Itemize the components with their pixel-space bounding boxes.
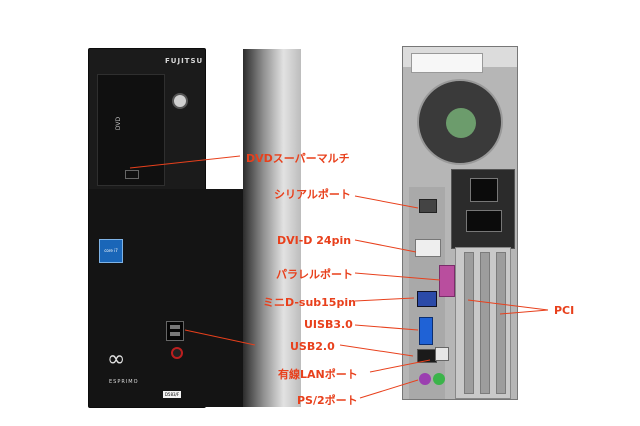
front-usb-ports [166,321,184,341]
power-supply [451,169,515,249]
front-tower-photo: FUJITSU DVD core i7 ∞ ESPRIMO D583/F [88,48,301,408]
label-ps2: PS/2ポート [297,394,358,407]
callout-line-dvi [354,239,417,253]
callout-line-usb3 [354,324,419,331]
front-lower-panel [89,189,243,407]
rear-tower-photo [402,46,518,400]
serial-port [419,199,437,213]
serial-label [411,53,483,73]
pci-slot-cover [496,252,506,394]
dvi-port [415,239,441,257]
vga-port [417,291,437,307]
front-audio-jack [171,347,183,359]
pci-slot-cover [464,252,474,394]
label-serial: シリアルポート [274,188,351,201]
label-dvi: DVI-D 24pin [277,234,352,247]
parallel-port [439,265,455,297]
callout-line-ps2 [359,379,419,399]
callout-line-pci-b [499,309,549,315]
label-usb2: USB2.0 [290,340,335,353]
callout-line-lan [369,359,431,373]
fan-grille [417,79,503,165]
callout-line-pci-a [467,299,549,311]
power-outlet [470,178,498,202]
usb3-ports [419,317,433,345]
label-pci: PCI [554,304,575,317]
label-usb3: UISB3.0 [304,318,353,331]
label-lan: 有線LANポート [278,368,358,381]
callout-line-usb2-rear [339,344,414,357]
model-tag: D583/F [163,391,181,398]
callout-line-vga [354,297,415,302]
brand-logo: FUJITSU [165,57,204,65]
optical-drive: DVD [97,74,165,186]
power-inlet [466,210,502,232]
callout-line-parallel [354,272,441,281]
label-dvd: DVDスーパーマルチ [246,152,350,165]
label-vga: ミニD-sub15pin [263,296,356,309]
power-button [172,93,188,109]
callout-line-dvd [129,155,241,169]
callout-line-serial [354,195,419,209]
ps2-keyboard-port [419,373,431,385]
label-parallel: パラレルポート [276,268,353,281]
io-panel [409,187,455,399]
pci-slots [455,247,511,399]
pci-slot-cover [480,252,490,394]
eject-button [125,170,139,179]
ps2-mouse-port [433,373,445,385]
cpu-badge: core i7 [99,239,123,263]
model-name: ESPRIMO [109,379,139,385]
callout-line-usb2-front [184,329,256,346]
fan-hub [446,108,476,138]
front-silver-panel [243,49,301,407]
lan-port [435,347,449,361]
